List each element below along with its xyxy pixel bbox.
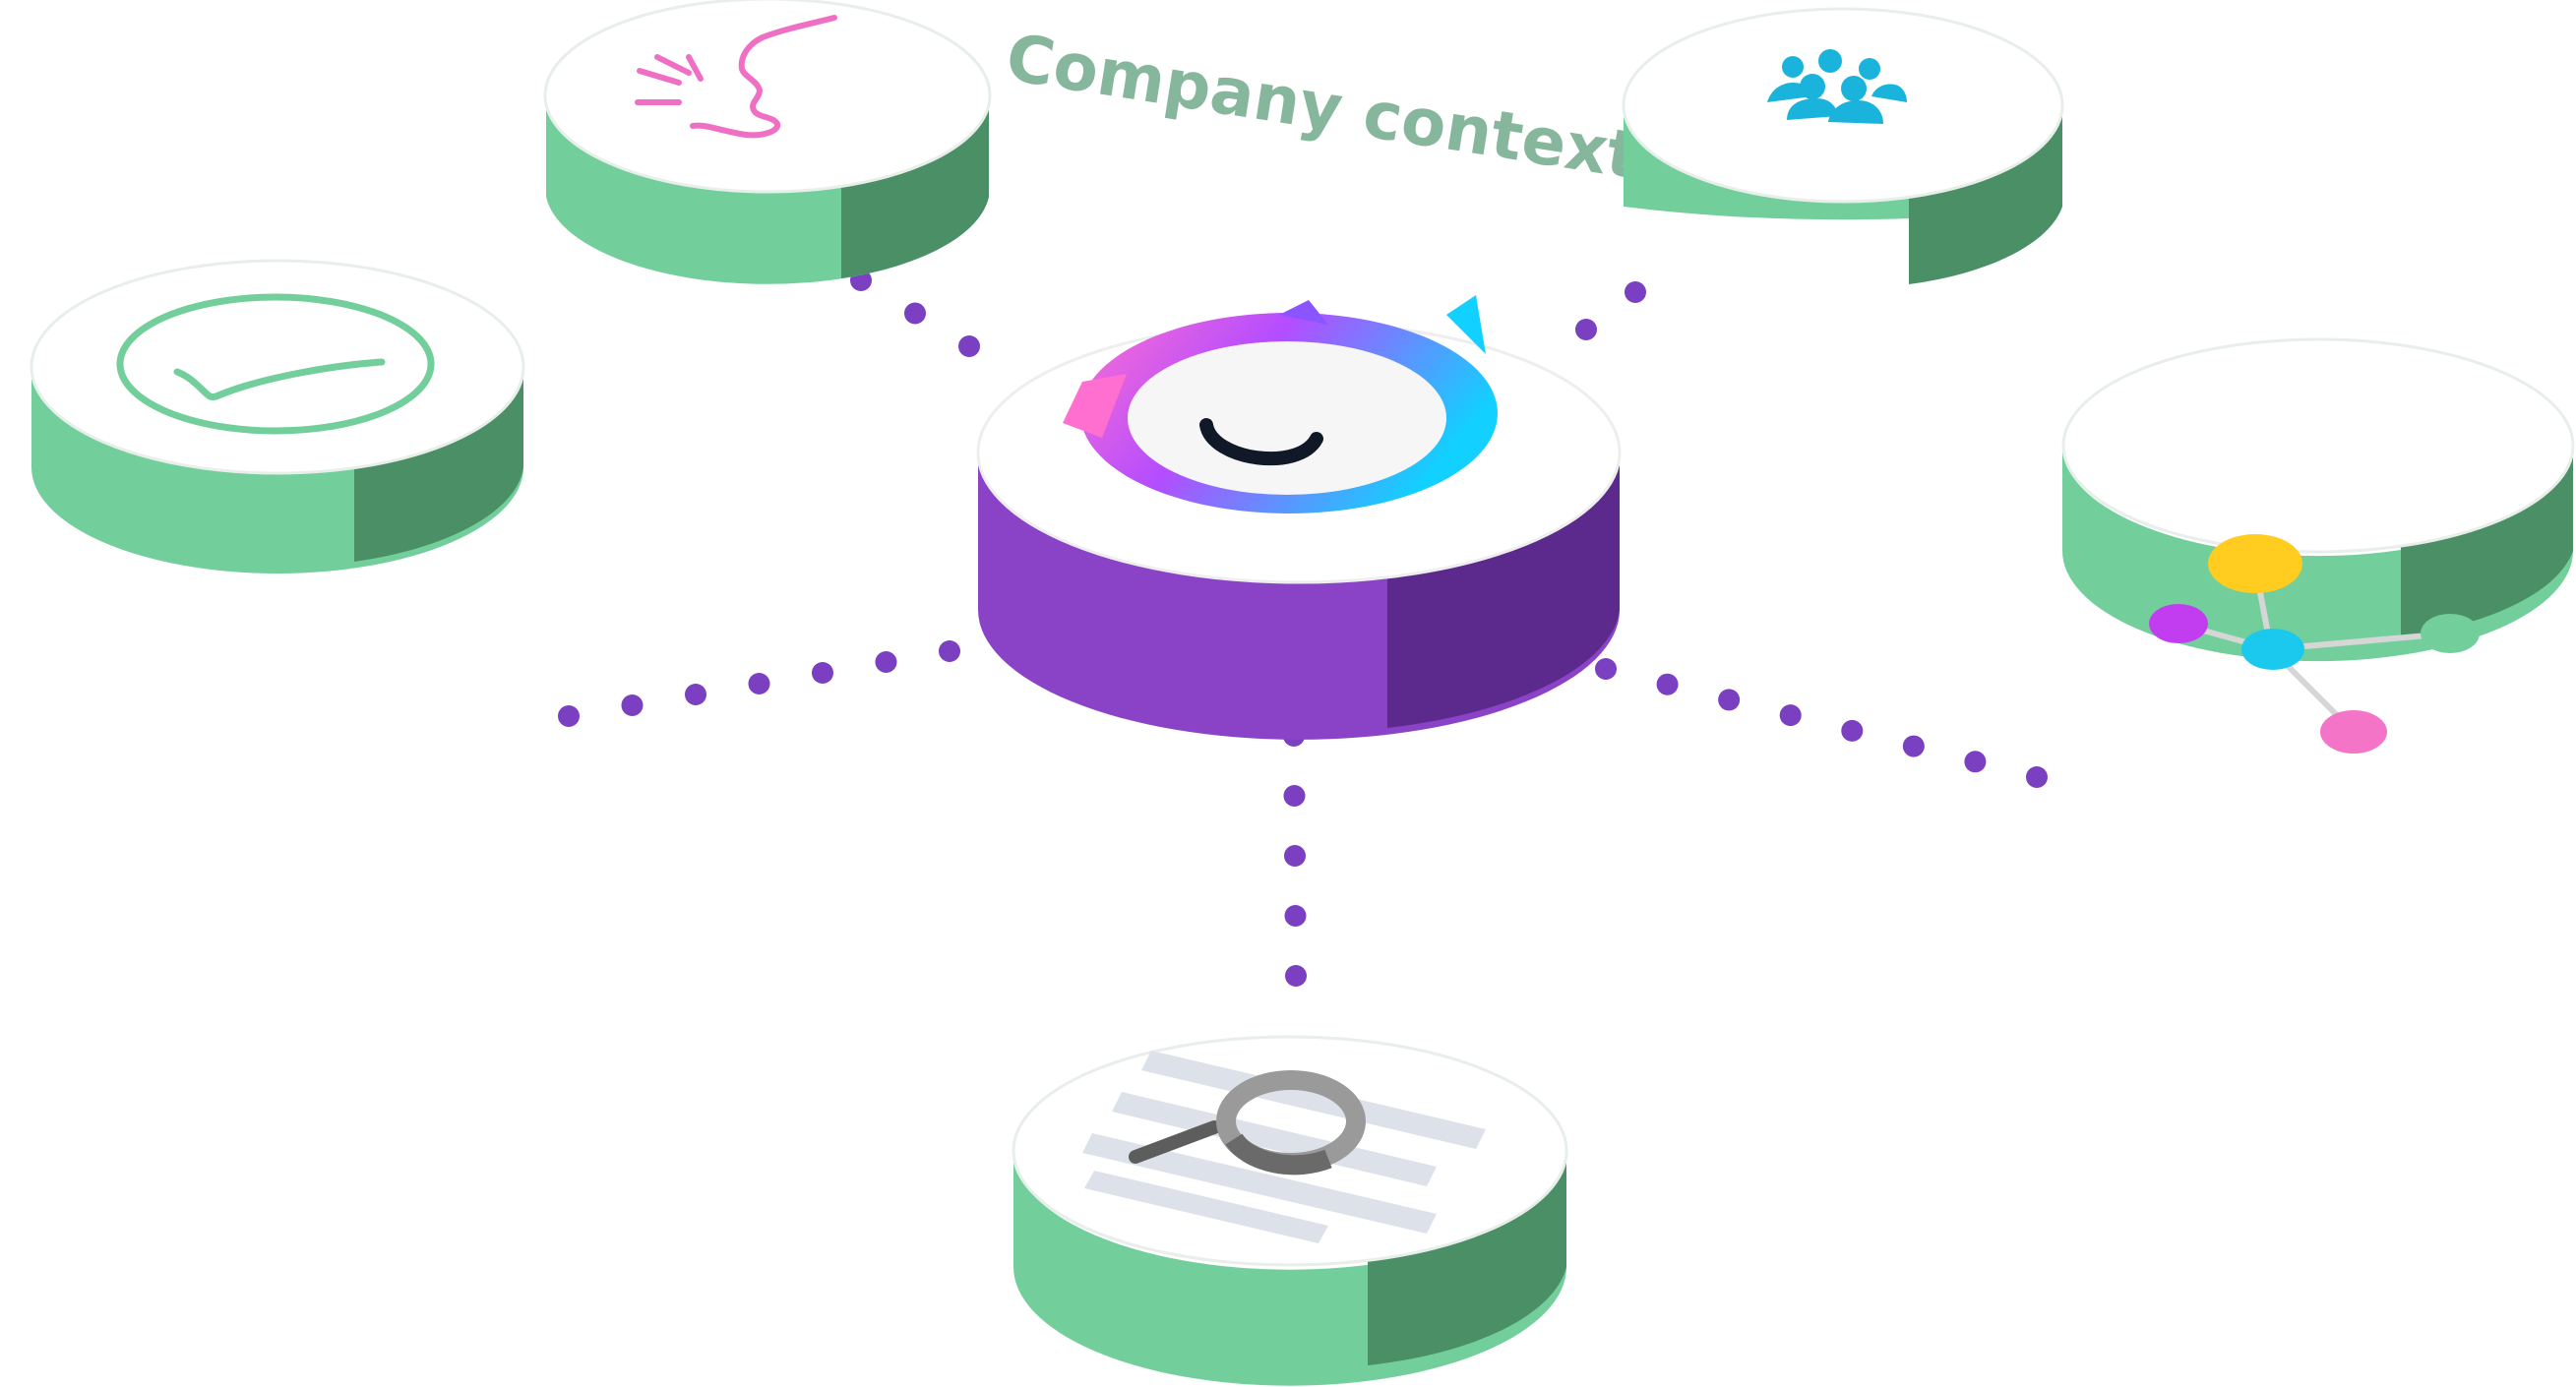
logo-icon <box>1063 295 1498 513</box>
connector-graph-dot <box>1656 673 1679 695</box>
team-people-icon <box>1767 49 1907 124</box>
connector-team-dot <box>1625 281 1646 303</box>
checkmark-circle-icon <box>116 293 435 435</box>
connector-search-dot <box>1283 785 1306 807</box>
connector-approval-dot <box>558 705 580 727</box>
hub-central <box>976 295 1622 740</box>
network-graph-icon <box>2149 534 2480 754</box>
connector-search-dot <box>1284 905 1307 927</box>
connector-search-dot <box>1284 845 1306 867</box>
connector-graph-dot <box>1841 719 1864 742</box>
node-graph <box>2061 337 2575 754</box>
connector-voice-dot <box>904 302 926 325</box>
connector-graph-dot <box>1595 658 1617 680</box>
diagram-title: Company context <box>1001 20 1643 195</box>
connector-graph-dot <box>1964 751 1987 773</box>
connector-approval-dot <box>621 694 644 716</box>
connector-approval-dot <box>875 651 897 673</box>
connector-approval-dot <box>939 640 960 662</box>
node-team <box>1622 7 2064 284</box>
node-voice <box>543 0 992 284</box>
connector-search-dot <box>1285 965 1307 987</box>
document-search-icon <box>1082 1051 1486 1243</box>
connector-approval-dot <box>685 684 706 705</box>
connector-graph-dot <box>2026 766 2048 788</box>
connector-graph-dot <box>1718 689 1741 711</box>
connector-approval-dot <box>812 662 833 684</box>
connector-voice-dot <box>958 335 980 357</box>
connector-approval-dot <box>748 673 770 694</box>
node-approval <box>30 259 525 573</box>
connector-team-dot <box>1575 319 1597 340</box>
node-search <box>1012 1035 1568 1386</box>
connector-graph-dot <box>1902 735 1925 757</box>
connector-graph-dot <box>1779 704 1802 727</box>
speaking-head-icon <box>635 15 837 139</box>
connector-dots <box>558 270 2048 987</box>
